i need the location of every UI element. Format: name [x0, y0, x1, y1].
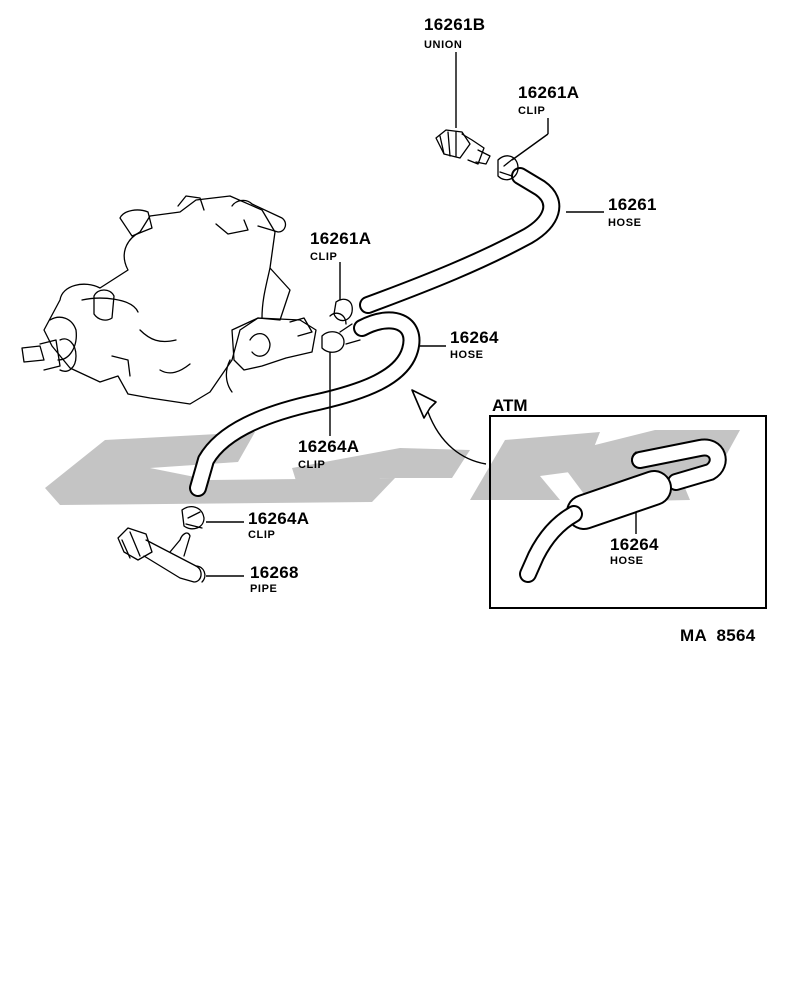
part-name: UNION: [424, 39, 462, 51]
callout-clip-16264a-mid: 16264A CLIP: [298, 437, 359, 471]
part-number: 16261A: [518, 83, 579, 102]
part-name: CLIP: [518, 105, 545, 117]
part-number: 16261A: [310, 229, 371, 248]
part-name: CLIP: [248, 529, 275, 541]
atm-inset: [489, 415, 767, 609]
part-number: 16264A: [298, 437, 359, 456]
figure-code: MA 8564: [680, 626, 756, 645]
pipe-illustration: [117, 527, 206, 583]
part-number: 16264: [450, 328, 499, 347]
injection-pump-illustration: [21, 195, 317, 405]
callout-hose-16264-atm: 16264 HOSE: [610, 535, 659, 567]
inset-title: ATM: [492, 396, 528, 415]
arrow-to-hose: [411, 389, 487, 465]
clip-illustrations: [181, 155, 519, 530]
hose-16264-illustration: [189, 311, 421, 497]
union-illustration: [435, 129, 491, 165]
part-name: CLIP: [298, 459, 325, 471]
callout-union-16261b: 16261B UNION: [424, 15, 485, 51]
leader-lines: [206, 52, 637, 577]
part-name: CLIP: [310, 251, 337, 263]
callout-pipe-16268: 16268 PIPE: [250, 563, 299, 595]
part-name: HOSE: [608, 217, 642, 229]
callout-clip-16264a-low: 16264A CLIP: [248, 509, 309, 541]
part-number: 16268: [250, 563, 299, 582]
callout-hose-16264: 16264 HOSE: [450, 328, 499, 361]
part-number: 16261: [608, 195, 657, 214]
callout-clip-16261a-top: 16261A CLIP: [518, 83, 579, 117]
callout-clip-16261a-mid: 16261A CLIP: [310, 229, 371, 263]
part-name: HOSE: [450, 349, 484, 361]
hose-16261-illustration: [359, 167, 561, 314]
part-number: 16264: [610, 535, 659, 554]
part-number: 16264A: [248, 509, 309, 528]
part-name: HOSE: [610, 555, 644, 567]
part-number: 16261B: [424, 15, 485, 34]
part-name: PIPE: [250, 583, 277, 595]
callout-hose-16261: 16261 HOSE: [608, 195, 657, 229]
